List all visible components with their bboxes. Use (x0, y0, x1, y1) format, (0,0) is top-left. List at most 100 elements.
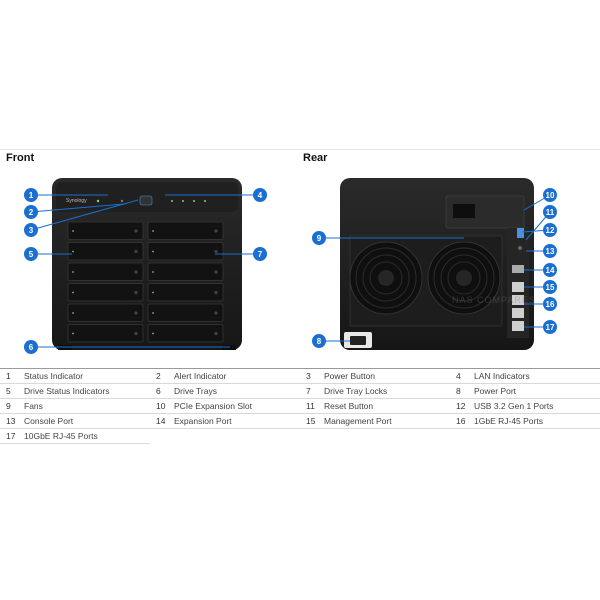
drive-tray[interactable] (67, 324, 144, 343)
callout-marker-2 (24, 205, 38, 219)
legend-label: Status Indicator (24, 368, 150, 384)
callout-marker-4 (253, 188, 267, 202)
callout-marker-13 (543, 244, 557, 258)
callout-number-4: 4 (258, 191, 263, 200)
legend-number: 4 (450, 368, 474, 384)
tray-lock[interactable] (134, 331, 138, 336)
legend-number: 16 (450, 413, 474, 429)
legend-label: 10GbE RJ-45 Ports (24, 428, 150, 444)
callout-marker-3 (24, 223, 38, 237)
tray-lock[interactable] (134, 311, 138, 315)
callout-number-12: 12 (546, 226, 555, 235)
legend-number: 2 (150, 368, 174, 384)
legend-number: 14 (150, 413, 174, 429)
drive-tray[interactable] (147, 283, 224, 302)
tray-lock[interactable] (134, 249, 138, 254)
reset-button[interactable] (518, 246, 522, 250)
fan-right (427, 241, 501, 315)
legend-label: Console Port (24, 413, 150, 429)
callout-number-9: 9 (317, 234, 322, 243)
legend-label: USB 3.2 Gen 1 Ports (474, 398, 600, 414)
callout-number-2: 2 (29, 208, 34, 217)
drive-tray[interactable] (147, 324, 224, 343)
tray-lock[interactable] (214, 249, 218, 254)
callout-number-14: 14 (546, 266, 555, 275)
drive-tray[interactable] (147, 262, 224, 281)
drive-tray[interactable] (67, 262, 144, 281)
callout-number-15: 15 (546, 283, 555, 292)
drive-tray[interactable] (147, 303, 224, 322)
management-port (512, 282, 524, 292)
legend-number: 9 (0, 398, 24, 414)
legend-label: Drive Trays (174, 383, 300, 399)
tray-lock[interactable] (214, 311, 218, 315)
drive-tray[interactable] (67, 303, 144, 322)
callout-marker-15 (543, 280, 557, 294)
alert-led (120, 199, 124, 203)
legend-label: Power Button (324, 368, 450, 384)
legend-number: 6 (150, 383, 174, 399)
callout-marker-16 (543, 297, 557, 311)
rear-title: Rear (303, 152, 328, 164)
legend-number: 3 (300, 368, 324, 384)
legend-label: Power Port (474, 383, 600, 399)
device-diagram: Synology (24, 178, 557, 354)
legend-number: 12 (450, 398, 474, 414)
legend-number: 8 (450, 383, 474, 399)
legend-label: Drive Status Indicators (24, 383, 150, 399)
callout-number-6: 6 (29, 343, 34, 352)
callout-number-17: 17 (546, 323, 555, 332)
legend-label: 1GbE RJ-45 Ports (474, 413, 600, 429)
callout-marker-14 (543, 263, 557, 277)
callout-marker-5 (24, 247, 38, 261)
watermark: NAS COMPARES (452, 295, 536, 305)
callout-number-10: 10 (546, 191, 555, 200)
legend-label: Fans (24, 398, 150, 414)
legend-label: Reset Button (324, 398, 450, 414)
legend-label: LAN Indicators (474, 368, 600, 384)
front-unit: Synology (52, 178, 242, 350)
tray-lock[interactable] (214, 290, 218, 295)
drive-tray[interactable] (147, 221, 224, 240)
drive-tray[interactable] (67, 242, 144, 261)
drive-tray[interactable] (147, 242, 224, 261)
tray-lock[interactable] (214, 270, 218, 274)
callout-number-13: 13 (546, 247, 555, 256)
callout-number-5: 5 (29, 250, 34, 259)
tray-lock[interactable] (214, 229, 218, 233)
drive-tray[interactable] (67, 221, 144, 240)
callout-marker-7 (253, 247, 267, 261)
callout-marker-1 (24, 188, 38, 202)
legend-number: 17 (0, 428, 24, 444)
callout-marker-12 (543, 223, 557, 237)
legend-label: PCIe Expansion Slot (174, 398, 300, 414)
callout-marker-9 (312, 231, 326, 245)
callout-number-11: 11 (546, 208, 555, 217)
tray-lock[interactable] (134, 270, 138, 274)
tray-lock[interactable] (214, 331, 218, 336)
callout-marker-6 (24, 340, 38, 354)
front-title: Front (6, 152, 35, 164)
legend-number: 1 (0, 368, 24, 384)
legend-number: 13 (0, 413, 24, 429)
legend-number: 7 (300, 383, 324, 399)
drive-tray[interactable] (67, 283, 144, 302)
tray-lock[interactable] (134, 290, 138, 295)
callout-number-3: 3 (29, 226, 34, 235)
gbe-ports (512, 308, 524, 318)
status-led (96, 199, 100, 203)
tray-lock[interactable] (134, 229, 138, 233)
legend-label: Alert Indicator (174, 368, 300, 384)
drive-trays (67, 221, 224, 343)
callout-marker-17 (543, 320, 557, 334)
expansion-port (512, 265, 524, 273)
callout-number-8: 8 (317, 337, 322, 346)
callout-number-16: 16 (546, 300, 555, 309)
top-divider (0, 149, 600, 150)
power-button[interactable] (139, 195, 153, 206)
legend-label: Drive Tray Locks (324, 383, 450, 399)
